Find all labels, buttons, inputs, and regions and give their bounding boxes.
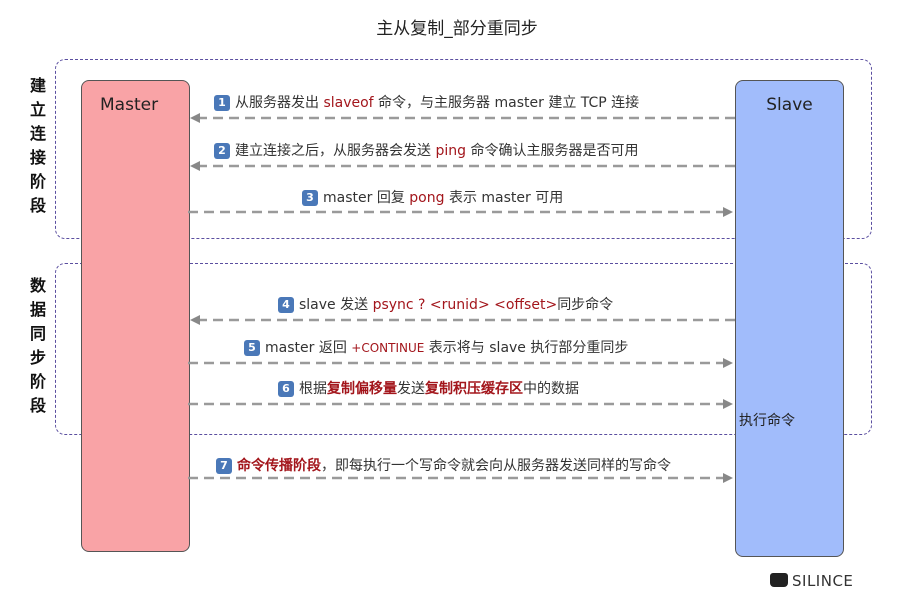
step-badge: 6 (278, 381, 294, 397)
master-title: Master (100, 95, 159, 115)
step-badge: 2 (214, 143, 230, 159)
step-badge: 7 (216, 458, 232, 474)
connect-phase-label: 建立连接阶段 (29, 76, 46, 215)
sync-phase-label: 数据同步阶段 (29, 276, 46, 415)
slave-lane: Slave (735, 80, 844, 557)
sync-phase-box (55, 263, 872, 435)
connect-phase-box (55, 59, 872, 239)
step-badge: 3 (302, 190, 318, 206)
step-badge: 4 (278, 297, 294, 313)
master-lane: Master (81, 80, 190, 552)
execute-command-label: 执行命令 (739, 413, 795, 429)
step-badge: 5 (244, 340, 260, 356)
brand-logo: SILINCE (770, 572, 853, 590)
cat-icon (770, 573, 788, 587)
slave-title: Slave (766, 95, 813, 115)
diagram-title: 主从复制_部分重同步 (376, 19, 538, 39)
step-badge: 1 (214, 95, 230, 111)
